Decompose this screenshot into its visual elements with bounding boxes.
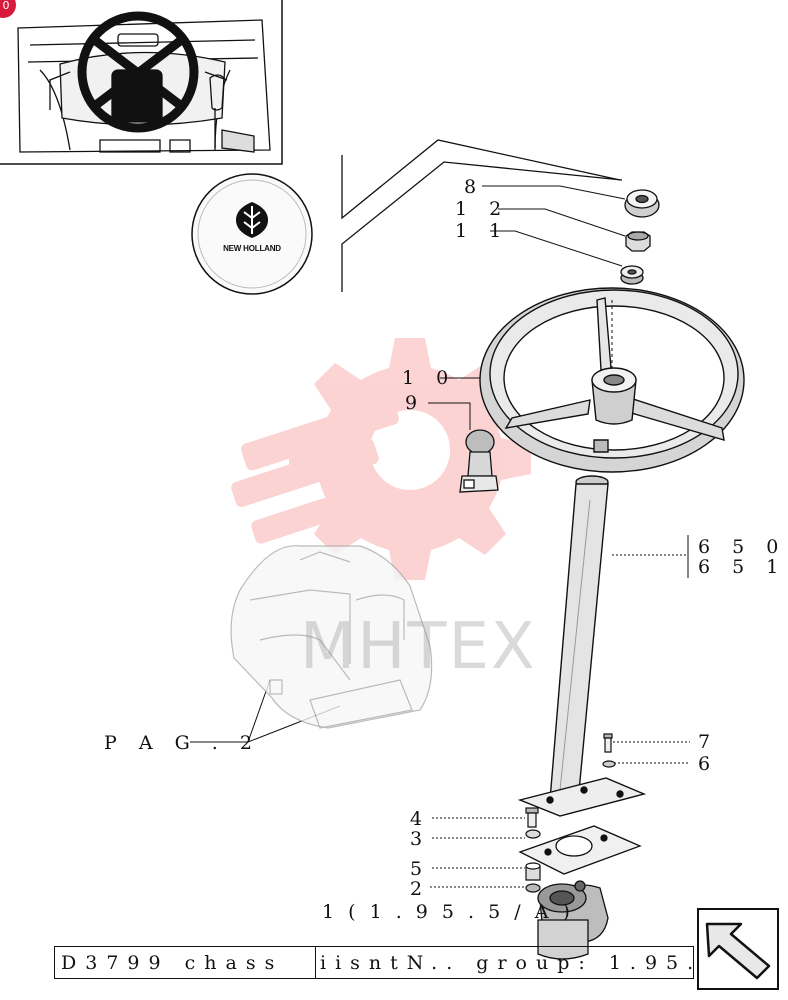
nut-part	[625, 231, 651, 252]
cab-inset	[0, 0, 283, 165]
console-ghost-part	[230, 545, 433, 729]
callout-12: 1 2	[455, 198, 510, 220]
new-holland-logo	[191, 173, 313, 295]
callout-9: 9	[405, 392, 426, 414]
screw-washer-right	[602, 733, 616, 768]
logo-text: NEW HOLLAND	[223, 244, 281, 253]
callout-reference: 1 ( 1 . 9 5 . 5 / A )	[322, 901, 574, 923]
steering-column-part	[517, 475, 647, 817]
footer-code-box: D3799 chass	[54, 946, 316, 979]
callout-651: 6 5 1	[698, 556, 787, 578]
steering-wheel-part	[479, 287, 745, 473]
callout-650: 6 5 0	[698, 536, 787, 558]
back-nav-button[interactable]	[697, 908, 779, 990]
callout-10: 1 0	[402, 367, 457, 389]
callout-11: 1 1	[455, 220, 510, 242]
callout-4: 4	[410, 808, 431, 830]
lever-knob-part	[459, 429, 499, 493]
footer-group-box: iisntN.. group: 1.95.5/1	[314, 946, 694, 979]
horn-cap-part	[624, 189, 660, 218]
callout-6: 6	[698, 753, 719, 775]
steering-unit-part	[537, 880, 609, 960]
callout-5: 5	[410, 858, 431, 880]
callout-8: 8	[464, 176, 485, 198]
callout-7: 7	[698, 731, 719, 753]
callout-pag: P A G . 2	[104, 732, 260, 754]
washer-part	[620, 265, 644, 285]
group-bracket	[341, 139, 623, 292]
page-badge: 0	[0, 0, 16, 18]
arrow-up-left-icon	[697, 908, 779, 990]
watermark-text: MHTEX	[300, 610, 537, 684]
gear-watermark	[231, 338, 531, 580]
gasket-plate-part	[518, 825, 642, 875]
callout-3: 3	[410, 828, 431, 850]
callout-2: 2	[410, 878, 431, 900]
fasteners-left	[525, 807, 541, 893]
